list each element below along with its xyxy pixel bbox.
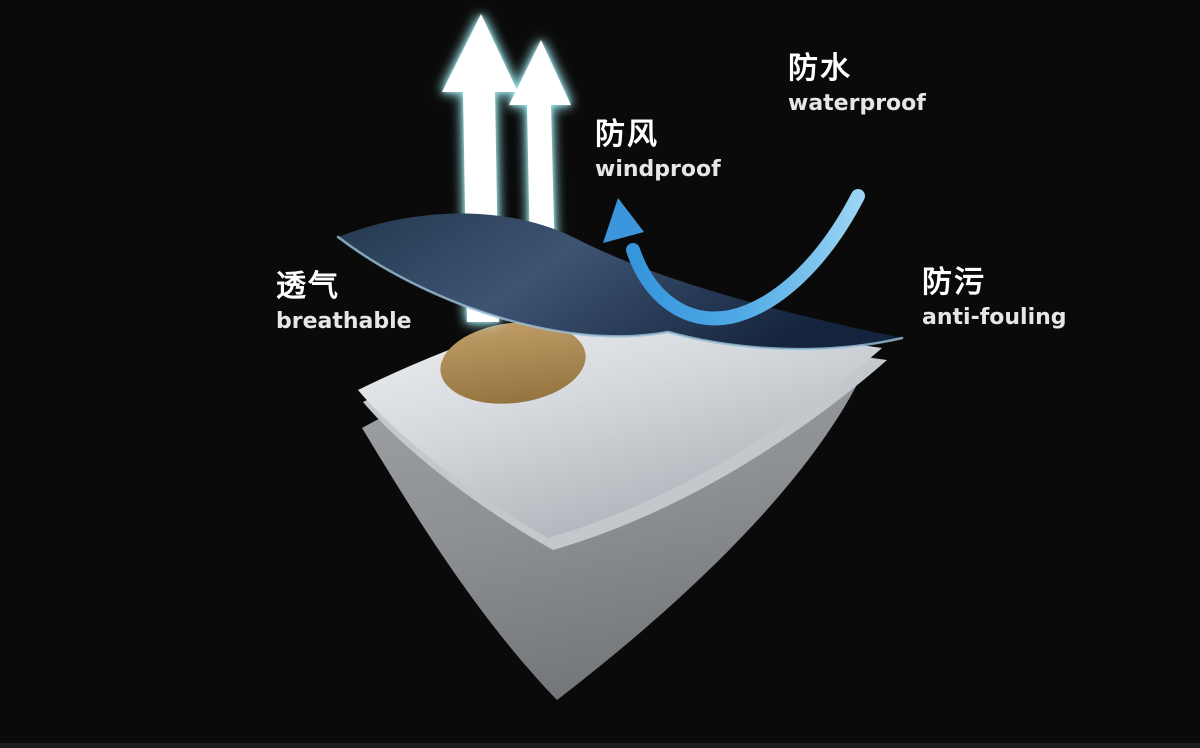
label-anti-fouling-en: anti-fouling xyxy=(922,304,1067,330)
water-bounce-arrow-icon xyxy=(603,189,865,326)
label-anti-fouling-zh: 防污 xyxy=(922,265,986,300)
label-waterproof-en: waterproof xyxy=(788,90,926,116)
label-breathable-zh: 透气 xyxy=(276,269,340,304)
bottom-edge-strip xyxy=(0,743,1200,748)
top-layer-waterproof-sheet xyxy=(336,213,904,351)
label-breathable-en: breathable xyxy=(276,308,412,334)
membrane-dot xyxy=(440,322,586,404)
label-windproof-en: windproof xyxy=(595,156,721,182)
label-waterproof: 防水 waterproof xyxy=(788,51,926,116)
label-windproof-zh: 防风 xyxy=(595,117,659,152)
top-layer-edge-highlight xyxy=(336,235,904,351)
label-anti-fouling: 防污 anti-fouling xyxy=(922,265,1067,330)
up-arrow-large-icon xyxy=(442,14,518,322)
label-breathable: 透气 breathable xyxy=(276,269,412,334)
label-windproof: 防风 windproof xyxy=(595,117,721,182)
up-arrow-small-icon xyxy=(509,40,571,305)
label-waterproof-zh: 防水 xyxy=(788,51,852,86)
